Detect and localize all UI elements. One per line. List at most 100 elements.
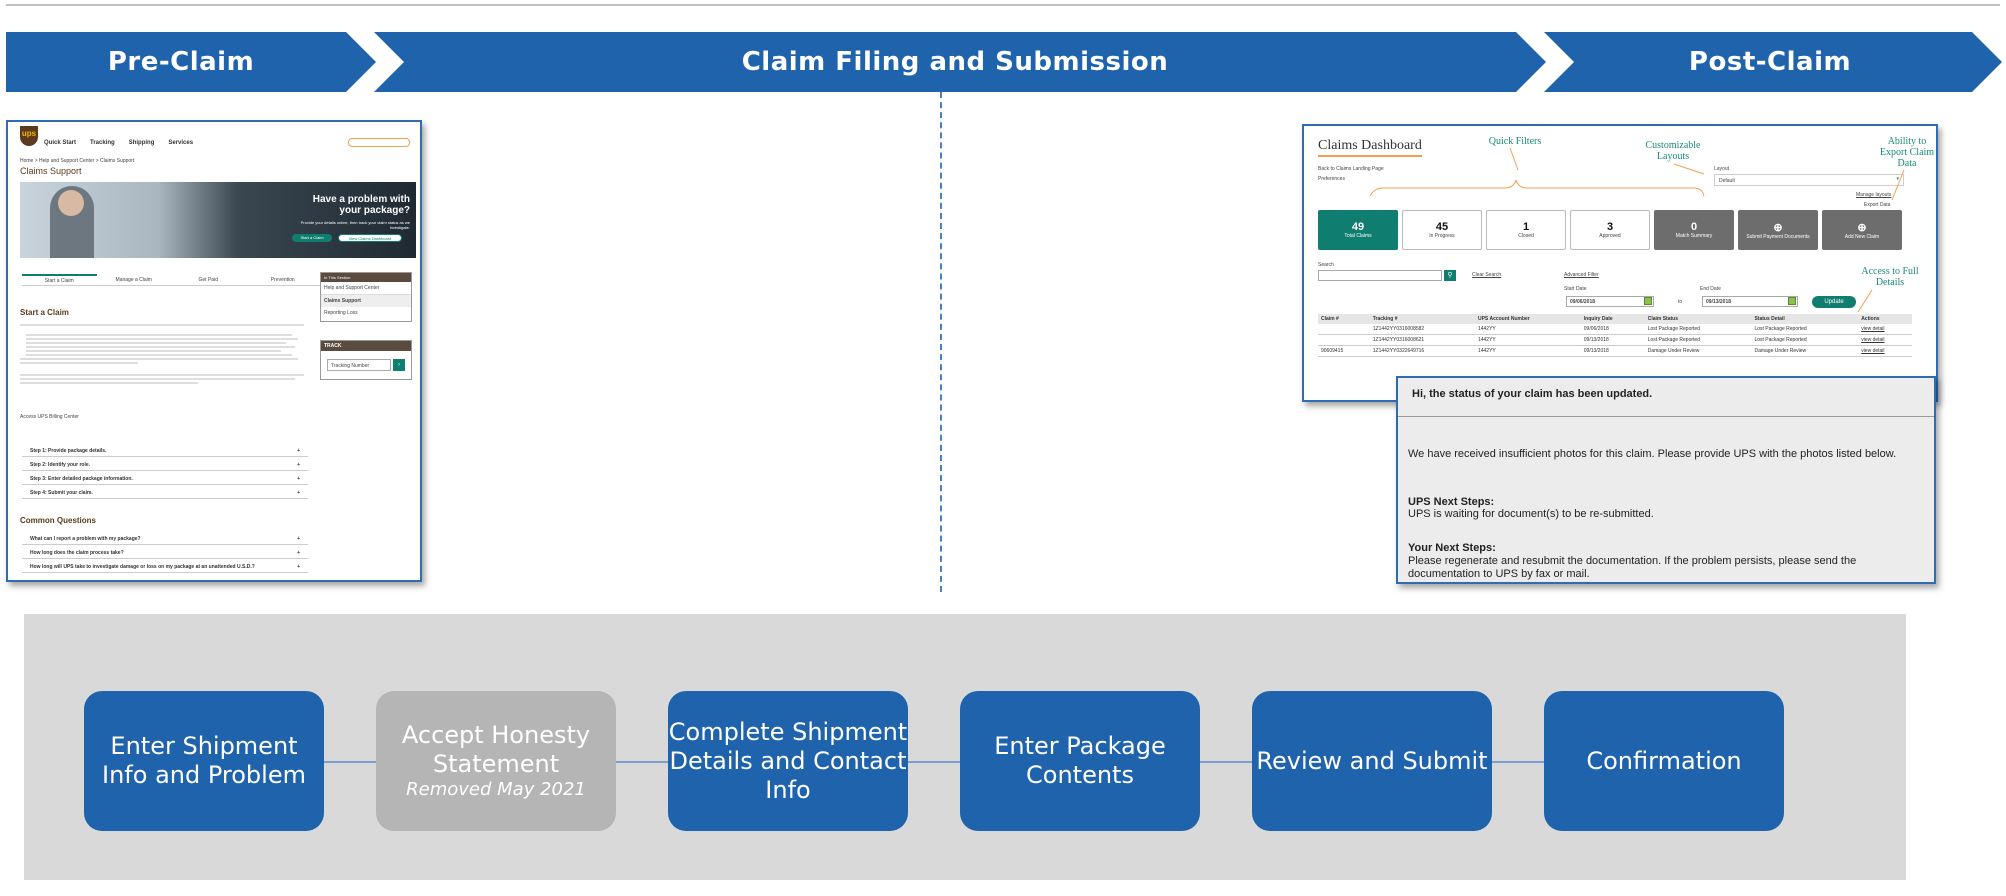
nav-services[interactable]: Services xyxy=(168,140,194,146)
notification-divider xyxy=(1398,416,1934,417)
step-connector xyxy=(322,761,378,763)
nav-shipping[interactable]: Shipping xyxy=(128,140,155,146)
column-header[interactable]: Inquiry Date xyxy=(1580,314,1645,324)
hero-person-head xyxy=(58,190,84,216)
plus-icon: + xyxy=(297,536,300,542)
step-accordion-2[interactable]: Step 2: Identify your role.+ xyxy=(22,458,308,471)
start-date-input[interactable]: 09/06/2018 xyxy=(1566,296,1654,307)
billing-center-link[interactable]: Access UPS Billing Center xyxy=(20,414,79,420)
main-nav: Quick Start Tracking Shipping Services xyxy=(44,140,193,146)
plus-icon: + xyxy=(297,490,300,496)
layout-label: Layout xyxy=(1714,166,1730,172)
layouts-pointer xyxy=(1673,163,1705,175)
body-text-block xyxy=(20,322,316,386)
view-dashboard-button[interactable]: View Claims Dashboard xyxy=(338,234,402,242)
clear-search-link[interactable]: Clear Search xyxy=(1472,272,1502,278)
in-section-item[interactable]: Help and Support Center xyxy=(321,282,411,295)
nav-quick-start[interactable]: Quick Start xyxy=(44,140,77,146)
claims-tabs: Start a Claim Manage a Claim Get Paid Pr… xyxy=(22,274,320,286)
tab-manage-claim[interactable]: Manage a Claim xyxy=(115,277,152,283)
plus-icon: + xyxy=(297,550,300,556)
annotation-full-details: Access to Full Details xyxy=(1861,266,1919,288)
step-enter-shipment-info: Enter Shipment Info and Problem xyxy=(84,691,324,831)
your-next-steps-title: Your Next Steps: xyxy=(1408,542,1496,554)
claims-support-page: ups Quick Start Tracking Shipping Servic… xyxy=(6,120,422,582)
search-label: Search xyxy=(1318,262,1334,268)
question-accordion[interactable]: What can I report a problem with my pack… xyxy=(22,532,308,545)
track-go-icon[interactable]: › xyxy=(393,359,405,371)
in-section-item[interactable]: Claims Support xyxy=(321,295,411,307)
advanced-filter-link[interactable]: Advanced Filter xyxy=(1564,272,1599,278)
column-header[interactable]: Tracking # xyxy=(1369,314,1475,324)
top-divider xyxy=(6,4,2000,6)
start-date-label: Start Date xyxy=(1564,286,1587,292)
chevron-post-claim xyxy=(1544,32,2002,92)
step-connector xyxy=(906,761,962,763)
step-accordion-4[interactable]: Step 4: Submit your claim.+ xyxy=(22,486,308,499)
your-next-steps-text: Please regenerate and resubmit the docum… xyxy=(1408,555,1857,580)
back-link[interactable]: Back to Claims Landing Page xyxy=(1318,166,1384,172)
export-pointer xyxy=(1891,169,1905,201)
phase-banner xyxy=(6,32,2002,92)
question-accordion[interactable]: How long will UPS take to investigate da… xyxy=(22,560,308,573)
layout-select[interactable]: Default▾ xyxy=(1714,174,1904,186)
column-header[interactable]: Claim # xyxy=(1318,314,1370,324)
tab-start-claim[interactable]: Start a Claim xyxy=(22,274,97,285)
nav-tracking[interactable]: Tracking xyxy=(90,140,115,146)
plus-icon: + xyxy=(297,462,300,468)
step-review-and-submit: Review and Submit xyxy=(1252,691,1492,831)
notification-body: We have received insufficient photos for… xyxy=(1408,448,1897,460)
end-date-input[interactable]: 09/13/2018 xyxy=(1702,296,1798,307)
ups-next-steps-title: UPS Next Steps: xyxy=(1408,496,1495,508)
search-input[interactable] xyxy=(1318,270,1442,281)
tracking-number-input[interactable]: Tracking Number xyxy=(327,359,391,371)
column-header[interactable]: Actions xyxy=(1858,314,1912,324)
update-button[interactable]: Update xyxy=(1812,296,1856,308)
calendar-icon[interactable] xyxy=(1644,297,1652,305)
tab-get-paid[interactable]: Get Paid xyxy=(198,277,218,283)
phase-pre-claim: Pre-Claim xyxy=(107,47,255,77)
common-questions-title: Common Questions xyxy=(20,516,97,525)
claims-dashboard-window: Claims Dashboard Back to Claims Landing … xyxy=(1302,124,1938,402)
table-header-row: Claim # Tracking # UPS Account Number In… xyxy=(1318,314,1912,324)
tile-submit-payment-docs[interactable]: ⊕Submit Payment Documents xyxy=(1738,210,1818,250)
chevron-down-icon: ▾ xyxy=(1896,176,1899,182)
breadcrumb: Home > Help and Support Center > Claims … xyxy=(20,158,135,164)
start-claim-button[interactable]: Start a Claim xyxy=(292,234,332,242)
view-detail-link[interactable]: view detail xyxy=(1858,345,1912,357)
manage-layouts-link[interactable]: Manage layouts xyxy=(1856,192,1892,198)
step-accordion-3[interactable]: Step 3: Enter detailed package informati… xyxy=(22,472,308,485)
column-header[interactable]: Claim Status xyxy=(1644,314,1752,324)
question-accordion[interactable]: How long does the claim process take?+ xyxy=(22,546,308,559)
export-data-link[interactable]: Export Data xyxy=(1864,202,1891,208)
view-detail-link[interactable]: view detail xyxy=(1858,324,1912,335)
column-header[interactable]: Status Detail xyxy=(1751,314,1859,324)
track-box: TRACK Tracking Number › xyxy=(320,340,412,380)
column-header[interactable]: UPS Account Number xyxy=(1474,314,1581,324)
calendar-icon[interactable] xyxy=(1788,297,1796,305)
hero-banner: Have a problem with your package? Provid… xyxy=(20,182,416,258)
phase-filing: Claim Filing and Submission xyxy=(741,47,1169,77)
search-icon[interactable]: ⚲ xyxy=(1444,270,1456,281)
site-search-input[interactable] xyxy=(348,138,410,147)
plus-icon: + xyxy=(297,564,300,570)
tile-add-new-claim[interactable]: ⊕Add New Claim xyxy=(1822,210,1902,250)
step-connector xyxy=(614,761,670,763)
view-detail-link[interactable]: view detail xyxy=(1858,334,1912,346)
annotation-pointers xyxy=(1369,147,1905,313)
plus-icon: + xyxy=(297,476,300,482)
step-accordion-1[interactable]: Step 1: Provide package details.+ xyxy=(22,444,308,457)
preferences-link[interactable]: Preferences xyxy=(1318,176,1345,182)
phase-divider xyxy=(940,92,942,592)
section-title-start-claim: Start a Claim xyxy=(20,308,69,317)
in-section-item[interactable]: Reporting Loss xyxy=(324,310,358,316)
tab-prevention[interactable]: Prevention xyxy=(270,277,295,283)
